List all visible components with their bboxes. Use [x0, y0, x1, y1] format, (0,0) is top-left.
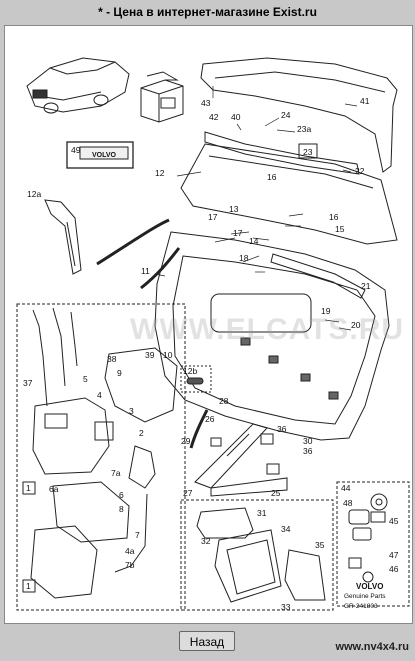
part-label-48: 48 [343, 498, 353, 508]
fuel-flap-group [180, 499, 334, 611]
part-label-16b: 16 [329, 212, 339, 222]
part-label-12b: 12b [183, 366, 197, 376]
part-label-7a: 7a [111, 468, 121, 478]
part-label-32: 32 [201, 536, 211, 546]
part-label-7: 7 [135, 530, 140, 540]
page-header: * - Цена в интернет-магазине Exist.ru [98, 5, 317, 19]
parts-box [140, 71, 184, 123]
part-label-38: 38 [107, 354, 117, 364]
part-label-34: 34 [281, 524, 291, 534]
part-label-9: 9 [117, 368, 122, 378]
part-label-35: 35 [315, 540, 325, 550]
trim-panel [180, 143, 398, 245]
part-label-19: 19 [321, 306, 331, 316]
part-label-36b: 36 [303, 446, 313, 456]
part-label-30: 30 [303, 436, 313, 446]
part-label-31: 31 [257, 508, 267, 518]
part-label-33: 33 [281, 602, 291, 612]
part-label-24: 24 [281, 110, 291, 120]
part-label-4a: 4a [125, 546, 135, 556]
part-label-49: 49 [71, 145, 81, 155]
part-label-42: 42 [209, 112, 219, 122]
spoiler [200, 57, 398, 173]
part-label-39: 39 [145, 350, 155, 360]
part-label-41: 41 [360, 96, 370, 106]
part-label-14: 14 [249, 236, 259, 246]
part-label-44: 44 [341, 483, 351, 493]
genuine-parts-text: Genuine Parts [344, 593, 386, 600]
site-watermark: www.nv4x4.ru [335, 641, 409, 653]
lock-assembly-group [16, 303, 186, 611]
seal-strip [270, 253, 366, 299]
part-label-13: 13 [229, 204, 239, 214]
part-label-37: 37 [23, 378, 33, 388]
gas-strut [194, 423, 288, 497]
part-label-2: 2 [139, 428, 144, 438]
part-label-23a: 23a [297, 124, 311, 134]
parts-diagram: VOLVO VOLVO Genuine Parts GR-241803 41 4… [4, 25, 413, 624]
reference-code: GR-241803 [344, 603, 378, 610]
trunk-lid [154, 231, 390, 441]
part-label-4: 4 [97, 390, 102, 400]
part-label-47: 47 [389, 550, 399, 560]
part-label-25: 25 [271, 488, 281, 498]
part-23-box [298, 143, 318, 159]
volvo-brand-text: VOLVO [356, 582, 383, 591]
part-label-12a: 12a [27, 189, 41, 199]
part-label-23: 23 [303, 147, 313, 157]
diagram-drawing: VOLVO VOLVO Genuine Parts GR-241803 41 4… [16, 57, 410, 612]
part-labels: 41 43 42 40 24 23a 23 49 12 22 12a 16 13… [23, 96, 399, 612]
part-label-7b: 7b [125, 560, 135, 570]
part-label-46: 46 [389, 564, 399, 574]
part-label-43: 43 [201, 98, 211, 108]
part-label-22: 22 [355, 166, 365, 176]
part-label-27: 27 [183, 488, 193, 498]
part-label-12: 12 [155, 168, 165, 178]
part-label-18: 18 [239, 253, 249, 263]
watermark: WWW.ELCATS.RU [130, 313, 405, 346]
part-label-40: 40 [231, 112, 241, 122]
part-label-10: 10 [163, 350, 173, 360]
part-label-29: 29 [181, 436, 191, 446]
part-label-45: 45 [389, 516, 399, 526]
lock-rods [32, 307, 78, 407]
bracket-12a [44, 199, 82, 275]
part-label-17a: 17 [208, 212, 218, 222]
part-label-36a: 36 [277, 424, 287, 434]
badge-49-box [66, 141, 134, 169]
part-label-15: 15 [335, 224, 345, 234]
part-label-1a: 1 [26, 483, 31, 493]
kit-44-box [336, 481, 410, 607]
part-label-6a: 6a [49, 484, 59, 494]
part-label-11: 11 [141, 266, 150, 276]
part-label-17b: 17 [233, 228, 243, 238]
part-label-20: 20 [351, 320, 361, 330]
part-label-16a: 16 [267, 172, 277, 182]
part-label-1b: 1 [26, 581, 31, 591]
back-button[interactable]: Назад [179, 631, 235, 651]
part-label-3: 3 [129, 406, 134, 416]
car-illustration [26, 57, 130, 114]
badge-text: VOLVO [92, 152, 117, 159]
part-label-8: 8 [119, 504, 124, 514]
lock-mechanism [30, 347, 178, 599]
part-label-28: 28 [219, 396, 229, 406]
part-label-26: 26 [205, 414, 215, 424]
part-label-5: 5 [83, 374, 88, 384]
part-label-6: 6 [119, 490, 124, 500]
part-label-21: 21 [361, 281, 371, 291]
